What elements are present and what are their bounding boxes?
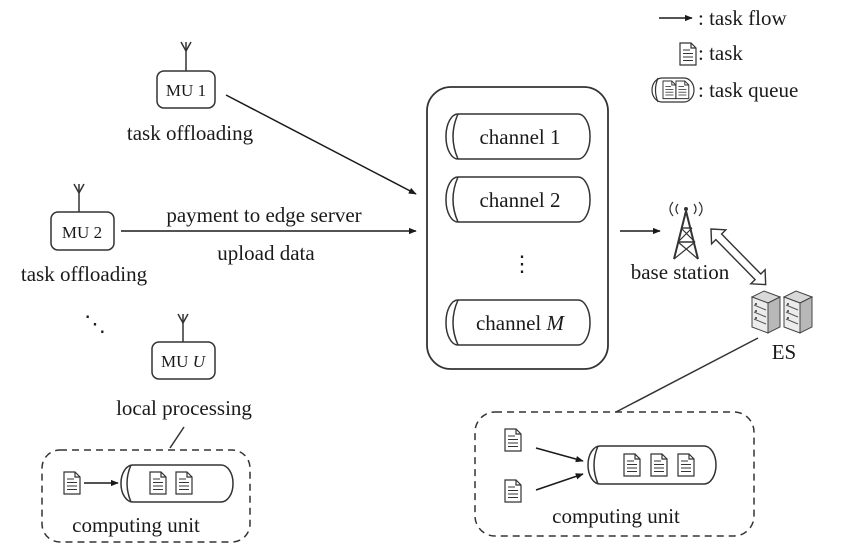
legend-queue-icon xyxy=(651,77,695,103)
local-computing-unit: computing unit xyxy=(41,449,251,543)
mobile-user-u: MU U local processing xyxy=(116,313,252,420)
muu-caption: local processing xyxy=(116,396,252,420)
base-station-label: base station xyxy=(631,260,730,284)
task-arrow xyxy=(535,473,584,491)
mu1-label: MU 1 xyxy=(166,81,206,100)
mu2-label: MU 2 xyxy=(62,223,102,242)
task-icon xyxy=(63,471,81,495)
mu2-arrow-below-label: upload data xyxy=(217,241,315,265)
channel-2-label: channel 2 xyxy=(479,188,560,212)
muu-connector-line xyxy=(169,426,185,449)
es-computing-unit: computing unit xyxy=(474,411,755,537)
channel-m: channel M xyxy=(445,299,591,346)
mu1-caption: task offloading xyxy=(127,121,254,145)
local-computing-label: computing unit xyxy=(72,513,200,537)
muu-label: MU U xyxy=(161,352,207,371)
mu2-arrow-above-label: payment to edge server xyxy=(166,203,361,227)
channel-1: channel 1 xyxy=(445,113,591,160)
base-station-tower-icon xyxy=(669,201,703,260)
channel-m-label: channel M xyxy=(476,311,566,335)
legend-task-flow-label: : task flow xyxy=(698,6,787,30)
channel-container: channel 1 channel 2 ⋮ channel M xyxy=(426,86,609,370)
legend-task-label: : task xyxy=(698,41,743,65)
task-icon xyxy=(504,428,522,452)
channel-2: channel 2 xyxy=(445,176,591,223)
legend-task-queue-label: : task queue xyxy=(698,78,798,102)
edge-server-label: ES xyxy=(772,340,797,364)
bs-es-link-arrow xyxy=(710,228,767,286)
es-computing-label: computing unit xyxy=(552,504,680,528)
channel-1-label: channel 1 xyxy=(479,125,560,149)
task-arrow xyxy=(535,447,584,463)
edge-server-icon xyxy=(751,290,813,334)
task-icon xyxy=(504,479,522,503)
antenna-icon xyxy=(180,41,192,72)
antenna-icon xyxy=(73,183,85,214)
task-queue xyxy=(587,445,717,485)
task-icon xyxy=(623,453,641,477)
task-icon xyxy=(650,453,668,477)
es-connector-line xyxy=(615,337,759,413)
task-icon xyxy=(677,453,695,477)
task-queue xyxy=(120,464,234,503)
vertical-ellipsis: ⋮ xyxy=(511,251,533,276)
mu1-arrow xyxy=(225,94,417,195)
antenna-icon xyxy=(177,313,189,344)
task-icon xyxy=(149,471,167,495)
task-icon xyxy=(175,471,193,495)
mobile-user-2: MU 2 task offloading xyxy=(21,183,148,286)
mu2-caption: task offloading xyxy=(21,262,148,286)
diagonal-ellipsis: ⋱ xyxy=(84,311,106,336)
legend-task-icon xyxy=(679,42,697,66)
mobile-user-1: MU 1 task offloading xyxy=(127,41,254,145)
legend: : task flow : task : task queue xyxy=(651,6,798,103)
